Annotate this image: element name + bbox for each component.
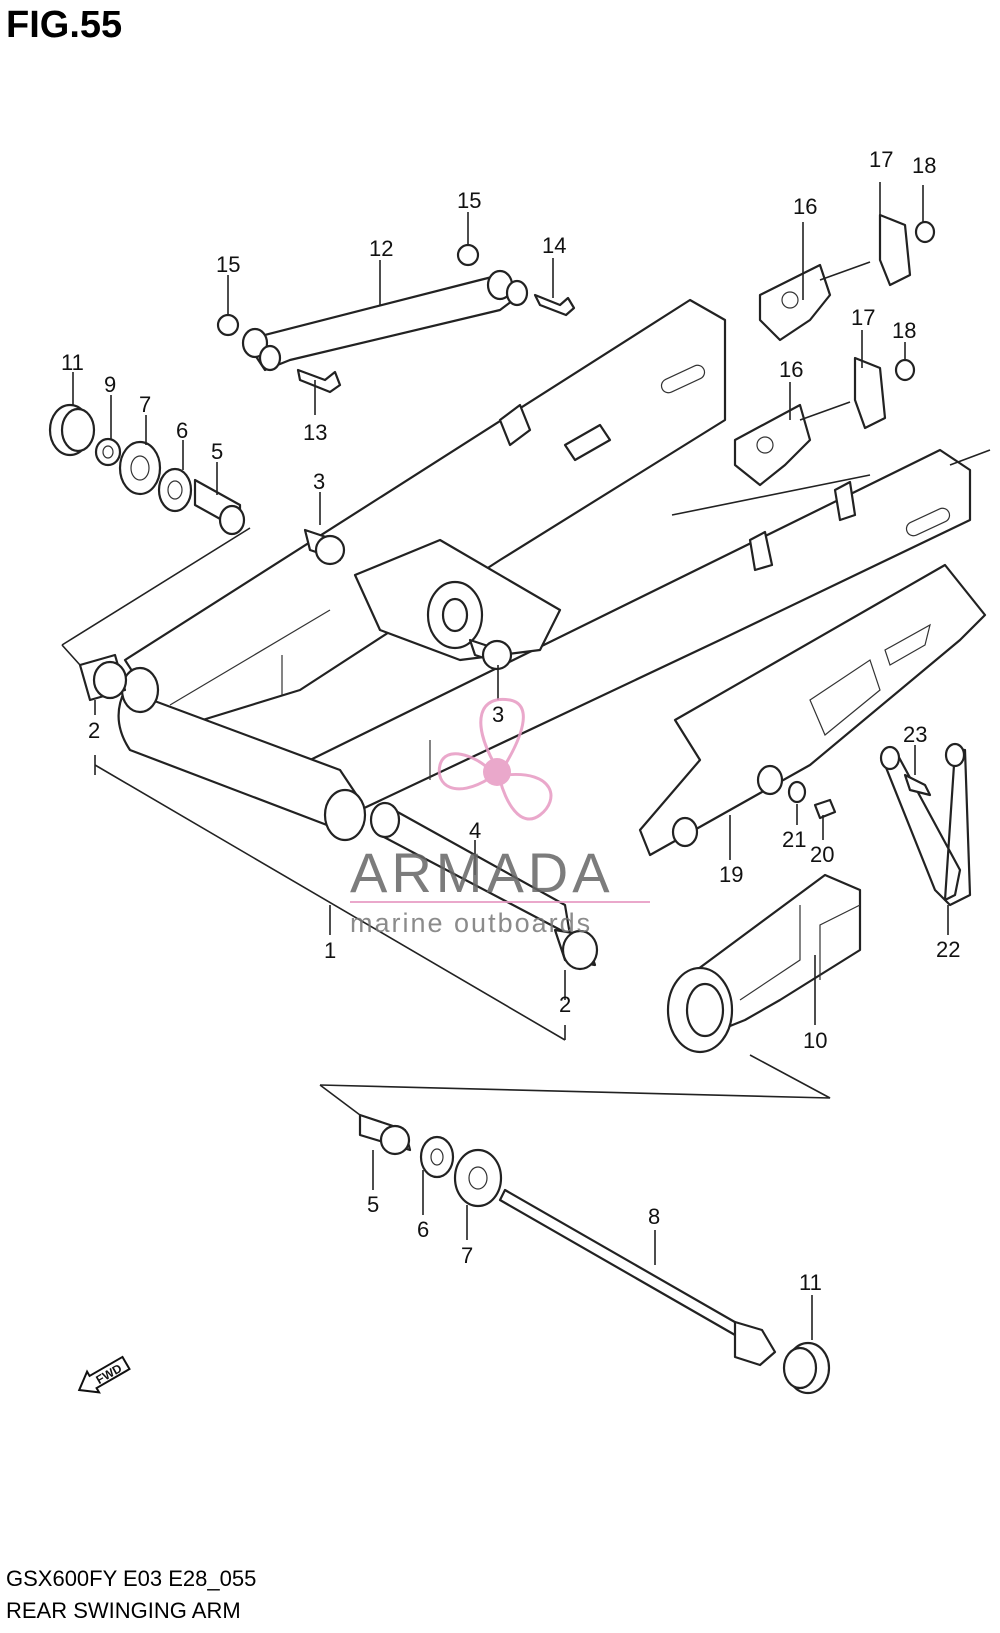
callout-4: 4 — [469, 818, 481, 843]
bushing-3-middle — [468, 638, 513, 671]
callout-15-left: 15 — [216, 252, 240, 277]
callout-11-top: 11 — [61, 350, 84, 375]
bolt-23 — [903, 773, 932, 797]
propeller-logo — [437, 697, 553, 821]
callout-7-lower: 7 — [461, 1243, 473, 1268]
callout-7-top: 7 — [139, 392, 151, 417]
washer-7-lower — [453, 1148, 503, 1208]
chain-adjuster-16-lower — [733, 401, 851, 487]
diagram-title: REAR SWINGING ARM — [6, 1598, 241, 1623]
washer-21 — [787, 780, 807, 804]
callout-3-middle: 3 — [492, 702, 504, 727]
callout-13: 13 — [303, 420, 327, 445]
nut-15-right — [456, 243, 480, 267]
bolt-13 — [296, 368, 342, 394]
callout-1: 1 — [324, 938, 336, 963]
bolt-14 — [533, 293, 576, 317]
bearing-2-right — [553, 928, 599, 971]
plate-17-lower — [853, 356, 887, 430]
callout-2-left: 2 — [88, 718, 100, 743]
nut-18-top — [914, 220, 936, 244]
plate-17-top — [878, 213, 912, 287]
cap-11-top — [48, 403, 96, 457]
bushing-3-top — [303, 528, 346, 566]
callout-17-lower: 17 — [851, 305, 875, 330]
callout-17-top: 17 — [869, 147, 893, 172]
nut-18-lower — [894, 358, 916, 382]
callout-2-right: 2 — [559, 992, 571, 1017]
callout-20: 20 — [810, 842, 834, 867]
callout-8: 8 — [648, 1204, 660, 1229]
pivot-shaft-8 — [498, 1188, 742, 1337]
figure-title: FIG.55 — [6, 4, 123, 46]
callout-18-lower: 18 — [892, 318, 916, 343]
callout-5-lower: 5 — [367, 1192, 379, 1217]
callout-5-top: 5 — [211, 439, 223, 464]
washer-6-lower — [419, 1135, 455, 1179]
callout-labels: 11 9 7 6 5 15 15 12 14 13 3 3 2 1 4 2 5 … — [61, 147, 960, 1295]
callout-15-right: 15 — [457, 188, 481, 213]
chain-case — [638, 563, 987, 857]
diagram-code: GSX600FY E03 E28_055 — [6, 1566, 257, 1591]
callout-11-lower: 11 — [799, 1270, 822, 1295]
callout-10: 10 — [803, 1028, 827, 1053]
callout-21: 21 — [782, 827, 806, 852]
callout-14: 14 — [542, 233, 566, 258]
bolt-20 — [813, 798, 837, 820]
callout-12: 12 — [369, 236, 393, 261]
nut-15-left — [216, 313, 240, 337]
callout-6-top: 6 — [176, 418, 188, 443]
fwd-marker: FWD — [77, 1355, 131, 1394]
watermark-tagline: marine outboards — [350, 908, 592, 938]
torque-link — [241, 269, 529, 372]
chain-adjuster-16-top — [758, 261, 871, 342]
callout-23: 23 — [903, 722, 927, 747]
washer-6-top — [157, 467, 193, 513]
callout-16-top: 16 — [793, 194, 817, 219]
leader-lines — [61, 182, 991, 1340]
watermark: ARMADA marine outboards — [350, 697, 650, 938]
nut-9 — [94, 437, 122, 467]
bearing-2-left — [78, 653, 128, 702]
washer-7-top — [118, 440, 162, 496]
watermark-brand: ARMADA — [350, 841, 614, 904]
callout-3-top: 3 — [313, 469, 325, 494]
callout-16-lower: 16 — [779, 357, 803, 382]
chain-guard — [883, 748, 972, 907]
callout-6-lower: 6 — [417, 1217, 429, 1242]
callout-18-top: 18 — [912, 153, 936, 178]
swinging-arm — [117, 298, 972, 842]
callout-9: 9 — [104, 372, 116, 397]
callout-22: 22 — [936, 937, 960, 962]
callout-19: 19 — [719, 862, 743, 887]
